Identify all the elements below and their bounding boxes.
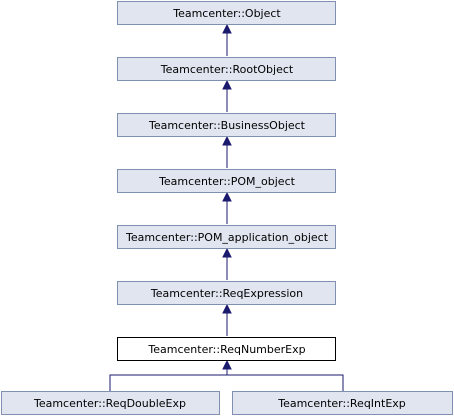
arrowhead-pomobject (222, 191, 232, 202)
node-object[interactable]: Teamcenter::Object (117, 1, 336, 25)
node-root-object[interactable]: Teamcenter::RootObject (117, 57, 336, 81)
node-pom-object-label: Teamcenter::POM_object (158, 175, 296, 188)
node-object-label: Teamcenter::Object (172, 7, 281, 20)
node-req-double-exp[interactable]: Teamcenter::ReqDoubleExp (1, 391, 220, 415)
node-business-object[interactable]: Teamcenter::BusinessObject (117, 113, 336, 137)
arrowhead-rootobject (222, 79, 232, 90)
inheritance-edges (109, 23, 344, 391)
node-pom-object[interactable]: Teamcenter::POM_object (117, 169, 336, 193)
node-req-expression-label: Teamcenter::ReqExpression (150, 287, 303, 300)
node-pom-application-object-label: Teamcenter::POM_application_object (125, 231, 329, 244)
edge-reqdoubleexp-to-reqnumberexp (109, 374, 227, 391)
arrowhead-object (222, 23, 232, 34)
node-req-number-exp: Teamcenter::ReqNumberExp (117, 337, 336, 361)
node-root-object-label: Teamcenter::RootObject (160, 63, 294, 76)
arrowhead-reqexpression (222, 303, 232, 314)
node-pom-application-object[interactable]: Teamcenter::POM_application_object (117, 225, 336, 249)
arrowhead-pomappobject (222, 247, 232, 258)
node-business-object-label: Teamcenter::BusinessObject (148, 119, 306, 132)
node-req-number-exp-label: Teamcenter::ReqNumberExp (147, 343, 305, 356)
arrowhead-reqnumberexp (222, 359, 232, 370)
arrowhead-businessobject (222, 135, 232, 146)
node-req-int-exp[interactable]: Teamcenter::ReqIntExp (232, 391, 453, 415)
edge-reqintexp-to-reqnumberexp (227, 374, 344, 391)
node-req-expression[interactable]: Teamcenter::ReqExpression (117, 281, 336, 305)
node-req-double-exp-label: Teamcenter::ReqDoubleExp (33, 397, 186, 410)
node-req-int-exp-label: Teamcenter::ReqIntExp (277, 397, 406, 410)
